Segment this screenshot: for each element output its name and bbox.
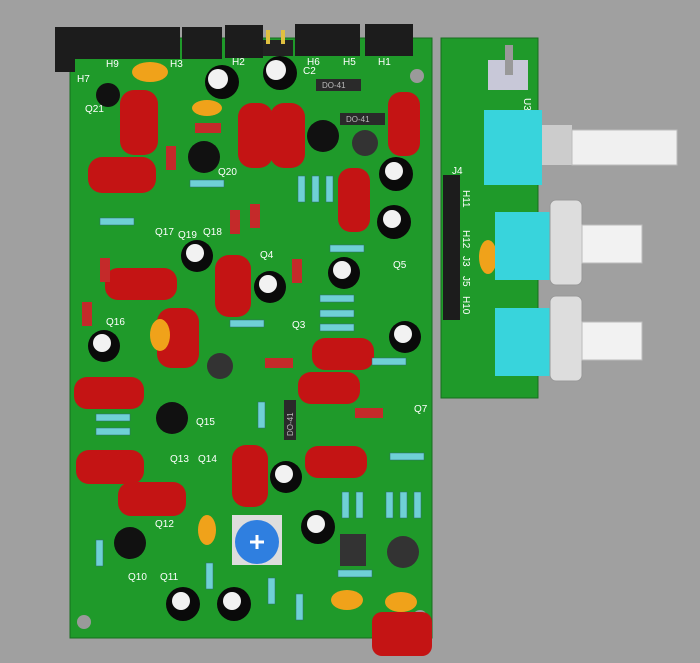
- label-q13: Q13: [170, 454, 189, 465]
- label-q12: Q12: [155, 519, 174, 530]
- label-q16: Q16: [106, 317, 125, 328]
- label-h2: H2: [232, 57, 245, 68]
- mounting-hole: [77, 615, 91, 629]
- label-h11: H11: [460, 190, 471, 208]
- label-h10: H10: [460, 296, 471, 315]
- side-connectors: J4 H11 H12 J3 J5 H10: [443, 166, 471, 320]
- mounting-hole: [410, 69, 424, 83]
- label-h7: H7: [77, 74, 90, 85]
- label-h5: H5: [343, 57, 356, 68]
- label-q21: Q21: [85, 104, 104, 115]
- label-h3: H3: [170, 59, 183, 70]
- label-q5: Q5: [393, 260, 407, 271]
- label-c2: C2: [303, 66, 316, 77]
- label-h6: H6: [307, 57, 320, 68]
- diode-label: DO-41: [322, 81, 346, 90]
- label-q18: Q18: [203, 227, 222, 238]
- transistors: [96, 83, 419, 568]
- trimmer-potentiometer: [232, 515, 282, 565]
- electrolytic-capacitors: [88, 56, 421, 621]
- potentiometer-2[interactable]: [495, 199, 643, 286]
- diode-label: DO-41: [346, 115, 370, 124]
- toggle-switch[interactable]: [488, 45, 528, 90]
- ceramic-capacitors: [132, 62, 497, 612]
- label-h1: H1: [378, 57, 391, 68]
- header-strip: [55, 24, 413, 72]
- label-q20: Q20: [218, 167, 237, 178]
- label-q10: Q10: [128, 572, 147, 583]
- resistors: [95, 175, 425, 621]
- label-j5: J5: [460, 276, 471, 287]
- label-q19: Q19: [178, 230, 197, 241]
- potentiometer-1[interactable]: [484, 110, 678, 185]
- label-q15: Q15: [196, 417, 215, 428]
- film-capacitors: [74, 90, 432, 656]
- transistor-labels: Q21 Q20 Q17 Q19 Q18 Q4 Q5 Q16 Q3 Q15 Q13…: [85, 104, 428, 583]
- label-u3: U3: [521, 98, 532, 111]
- diode-label: DO-41: [286, 412, 295, 436]
- label-q3: Q3: [292, 320, 306, 331]
- label-q11: Q11: [160, 572, 179, 583]
- label-h12: H12: [460, 230, 471, 249]
- label-q14: Q14: [198, 454, 217, 465]
- label-j3: J3: [460, 256, 471, 267]
- label-q17: Q17: [155, 227, 174, 238]
- potentiometer-3[interactable]: [495, 295, 643, 382]
- label-q7: Q7: [414, 404, 428, 415]
- label-j4: J4: [452, 166, 463, 177]
- label-h9: H9: [106, 59, 119, 70]
- label-q4: Q4: [260, 250, 274, 261]
- diodes: DO-41 DO-41 DO-41: [82, 79, 385, 440]
